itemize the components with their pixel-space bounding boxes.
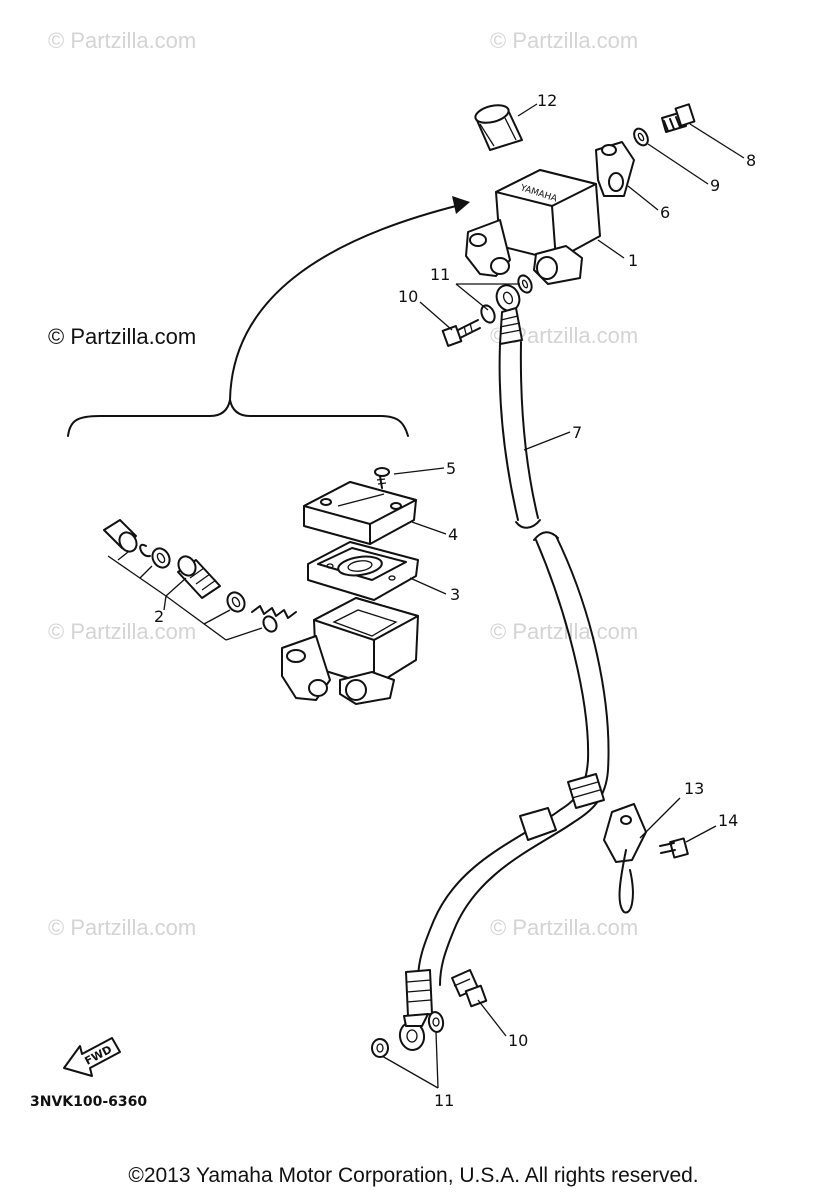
- watermark: © Partzilla.com: [490, 915, 639, 940]
- part-8-bolt: [661, 103, 696, 133]
- callout-9: 9: [710, 176, 720, 195]
- part-9-washer: [633, 127, 649, 147]
- watermark-dark: © Partzilla.com: [48, 324, 197, 349]
- callout-12: 12: [537, 91, 557, 110]
- callout-7: 7: [572, 423, 582, 442]
- copyright-footer: ©2013 Yamaha Motor Corporation, U.S.A. A…: [128, 1164, 699, 1187]
- part-13-hose-guide: [603, 803, 647, 914]
- part-11-gaskets-top: [480, 274, 533, 324]
- callout-2: 2: [154, 607, 164, 626]
- callout-6: 6: [660, 203, 670, 222]
- part-11-gaskets-bottom: [371, 1011, 445, 1058]
- part-3-diaphragm: [307, 541, 419, 601]
- watermark: © Partzilla.com: [490, 619, 639, 644]
- watermark: © Partzilla.com: [48, 619, 197, 644]
- callout-14: 14: [718, 811, 738, 830]
- master-cylinder-body: [281, 597, 419, 705]
- callout-11-top: 11: [430, 265, 450, 284]
- leader-lines: [163, 103, 745, 1089]
- part-10-union-bolt-top: [441, 319, 481, 347]
- callout-13: 13: [684, 779, 704, 798]
- part-6-holder: [595, 141, 635, 197]
- reference-arrow: [229, 204, 461, 401]
- forward-arrow-icon: FWD: [63, 1037, 121, 1077]
- arrow-head: [452, 196, 470, 214]
- watermark: © Partzilla.com: [490, 28, 639, 53]
- part-5-screw: [374, 467, 390, 489]
- callout-10-bottom: 10: [508, 1031, 528, 1050]
- part-1-master-cylinder: YAMAHA: [465, 169, 601, 285]
- callout-10-top: 10: [398, 287, 418, 306]
- watermark: © Partzilla.com: [48, 28, 197, 53]
- part-2-cylinder-kit: [103, 519, 297, 641]
- diagram-code: 3NVK100-6360: [30, 1094, 147, 1110]
- brake-hose-banjo-top: [495, 284, 523, 345]
- part-4-cap: [303, 481, 417, 545]
- callout-4: 4: [448, 525, 458, 544]
- callout-5: 5: [446, 459, 456, 478]
- part-7-brake-hose: [398, 341, 610, 1051]
- watermark: © Partzilla.com: [48, 915, 197, 940]
- part-12-cap: [474, 104, 523, 151]
- exploded-view-brace: [67, 399, 409, 437]
- part-10-union-bolt-bottom: [451, 969, 488, 1008]
- callout-11-bottom: 11: [434, 1091, 454, 1110]
- callout-1: 1: [628, 251, 638, 270]
- part-14-bolt: [659, 837, 689, 859]
- callout-3: 3: [450, 585, 460, 604]
- callout-8: 8: [746, 151, 756, 170]
